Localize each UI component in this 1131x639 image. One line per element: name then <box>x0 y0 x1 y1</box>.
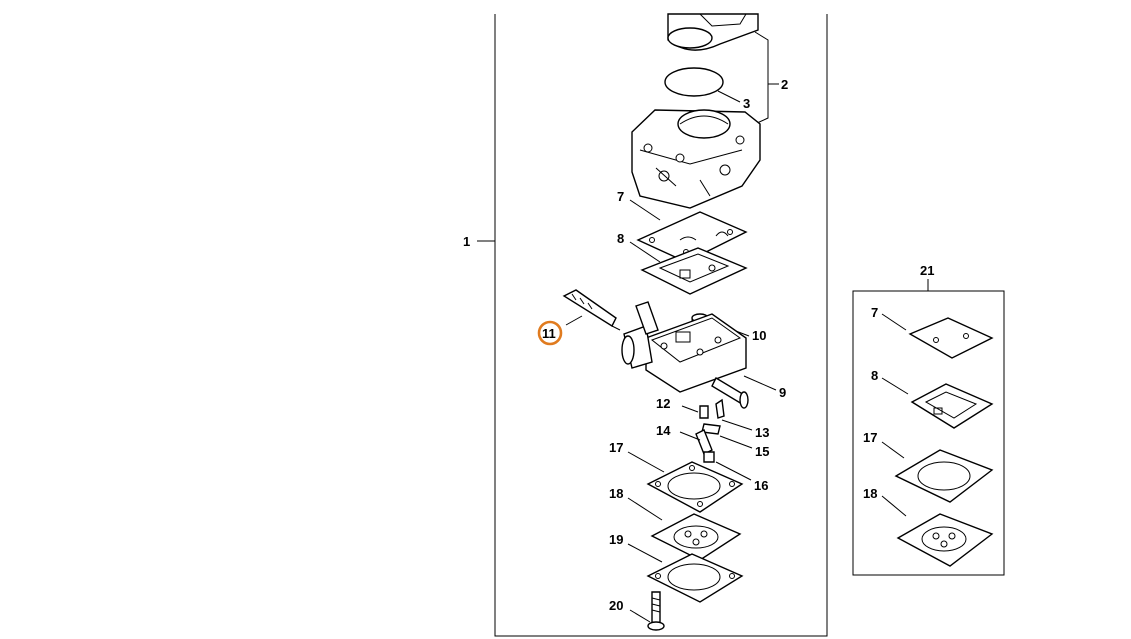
leader-11 <box>565 315 583 326</box>
part-label-2: 2 <box>781 77 788 92</box>
kit-part-label-17: 17 <box>863 430 877 445</box>
kit-part-label-18: 18 <box>863 486 877 501</box>
kit-part-label-7: 7 <box>871 305 878 320</box>
part-label-8: 8 <box>617 231 624 246</box>
part-label-20: 20 <box>609 598 623 613</box>
screw-20 <box>647 591 665 631</box>
part-label-10: 10 <box>752 328 766 343</box>
kit-leader-7 <box>881 313 907 331</box>
leader-15 <box>719 435 753 449</box>
leader-17 <box>627 451 665 473</box>
part-label-16: 16 <box>754 478 768 493</box>
leader-19 <box>627 543 663 563</box>
leader-12 <box>681 405 699 413</box>
small-parts-group <box>695 398 725 463</box>
kit-diaphragm-18 <box>896 513 994 567</box>
gasket-19 <box>646 553 744 603</box>
throttle-housing <box>631 109 761 209</box>
carburetor-body <box>621 301 749 409</box>
kit-leader-8 <box>881 377 909 395</box>
kit-leader-18 <box>881 495 907 517</box>
part-label-15: 15 <box>755 444 769 459</box>
diaphragm-8 <box>640 247 748 295</box>
gasket-7 <box>636 211 748 263</box>
part-label-3: 3 <box>743 96 750 111</box>
leader-3 <box>717 90 741 103</box>
bracket-2 <box>754 31 769 125</box>
diaphragm-18 <box>650 513 742 561</box>
kit-part-label-8: 8 <box>871 368 878 383</box>
main-assembly-frame <box>494 14 828 637</box>
kit-diaphragm-8 <box>910 383 994 429</box>
part-label-21: 21 <box>920 263 934 278</box>
leader-13 <box>721 419 753 431</box>
leader-7 <box>629 199 661 221</box>
part-label-18: 18 <box>609 486 623 501</box>
part-label-1: 1 <box>463 234 470 249</box>
part-label-17: 17 <box>609 440 623 455</box>
kit-gasket-7 <box>908 317 994 359</box>
intake-flange <box>667 13 759 51</box>
part-label-7: 7 <box>617 189 624 204</box>
leader-14 <box>679 431 701 441</box>
part-label-14: 14 <box>656 423 671 438</box>
part-label-9: 9 <box>779 385 786 400</box>
adjusting-screw-11 <box>562 289 621 331</box>
leader-16 <box>715 461 752 481</box>
part-label-19: 19 <box>609 532 623 547</box>
part-label-13: 13 <box>755 425 769 440</box>
highlight-marker-11[interactable] <box>537 320 563 346</box>
leader-18 <box>627 497 663 521</box>
leader-9 <box>743 375 777 391</box>
kit-leader-17 <box>881 441 905 459</box>
part-label-11[interactable]: 11 <box>542 326 556 341</box>
part-label-12: 12 <box>656 396 670 411</box>
leader-8 <box>629 241 661 263</box>
leader-20 <box>629 609 651 623</box>
gasket-17 <box>646 461 744 513</box>
kit-gasket-17 <box>894 449 994 503</box>
o-ring <box>664 67 724 97</box>
